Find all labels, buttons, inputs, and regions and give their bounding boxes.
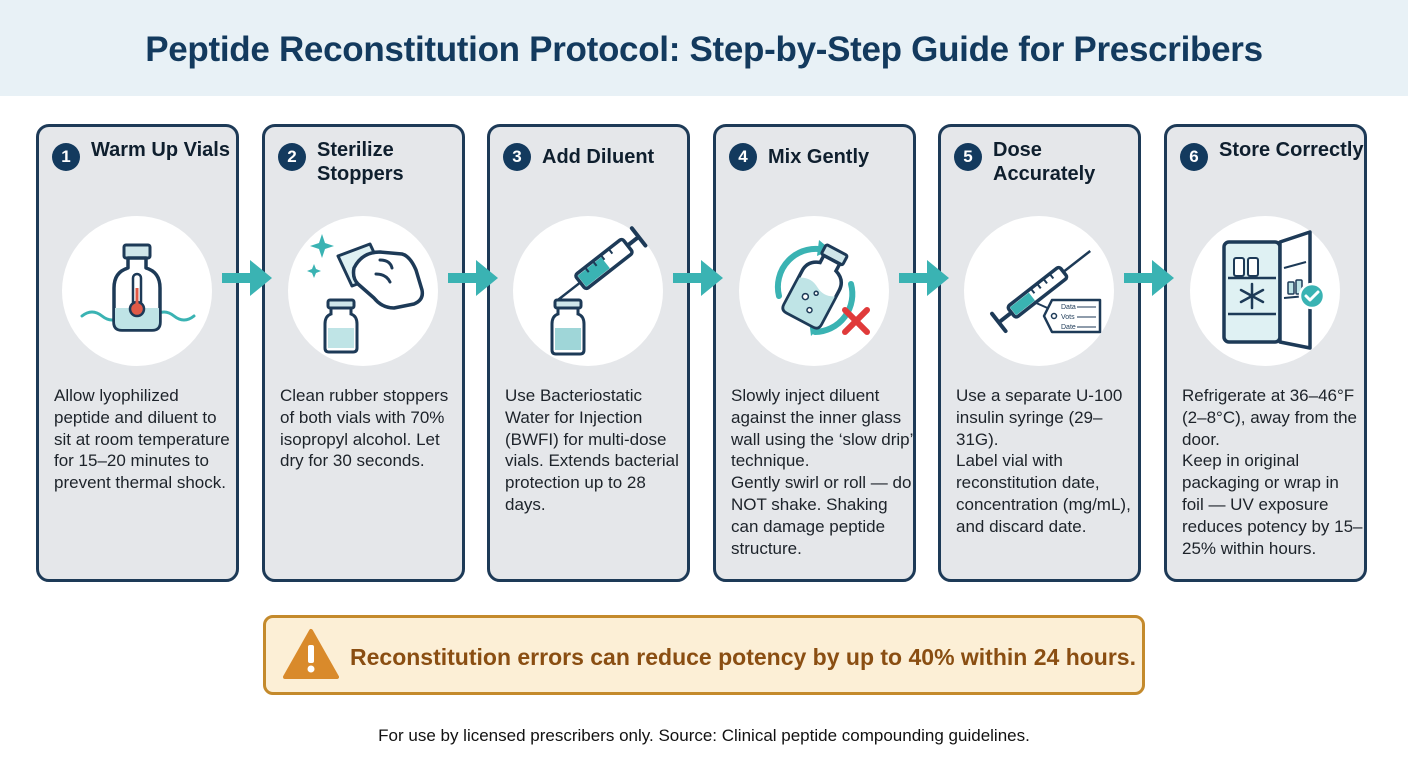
step-description-paragraph: Label vial with reconstitution date, con…: [956, 451, 1131, 536]
step-description-paragraph: Clean rubber stoppers of both vials with…: [280, 386, 449, 471]
arrow-right-icon: [222, 260, 272, 296]
step-title: Warm Up Vials: [91, 139, 230, 161]
step-number: 2: [278, 143, 306, 171]
step-description-paragraph: Slowly inject diluent against the inner …: [731, 386, 913, 471]
step-description-paragraph: Use a separate U-100 insulin syringe (29…: [956, 386, 1123, 449]
arrow-right-icon: [1124, 260, 1174, 296]
step-title: Dose Accurately: [993, 139, 1096, 185]
warning-text: Reconstitution errors can reduce potency…: [350, 644, 1136, 670]
insulin-syringe-label-icon: Data Vots Date: [964, 216, 1114, 366]
step-description: Use Bacteriostatic Water for Injection (…: [505, 385, 687, 516]
arrow-right-icon: [673, 260, 723, 296]
tag-line: Data: [1061, 304, 1076, 311]
tag-line: Date: [1061, 324, 1076, 331]
step-card-3: 3 Add Diluent Use Bacteriostatic Water f…: [487, 124, 690, 582]
step-description-paragraph: Refrigerate at 36–46°F (2–8°C), away fro…: [1182, 386, 1357, 449]
step-card-5: 5 Dose Accurately Data Vots Date: [938, 124, 1141, 582]
step-number: 3: [503, 143, 531, 171]
step-card-1: 1 Warm Up Vials Allow lyophilized peptid…: [36, 124, 239, 582]
step-title: Sterilize Stoppers: [317, 139, 404, 185]
step-description: Allow lyophilized peptide and diluent to…: [54, 385, 236, 494]
step-title: Store Correctly: [1219, 139, 1364, 161]
warning-banner: Reconstitution errors can reduce potency…: [263, 615, 1145, 695]
step-description-paragraph: Gently swirl or roll — do NOT shake. Sha…: [731, 473, 912, 558]
arrow-right-icon: [448, 260, 498, 296]
step-description-paragraph: Use Bacteriostatic Water for Injection (…: [505, 386, 679, 514]
step-description-paragraph: Keep in original packaging or wrap in fo…: [1182, 451, 1363, 558]
refrigerator-check-icon: [1190, 216, 1340, 366]
swirl-vial-no-shake-icon: [739, 216, 889, 366]
syringe-into-vial-icon: [513, 216, 663, 366]
hand-wiping-vial-icon: [288, 216, 438, 366]
step-description: Refrigerate at 36–46°F (2–8°C), away fro…: [1182, 385, 1364, 559]
arrow-right-icon: [899, 260, 949, 296]
step-number: 5: [954, 143, 982, 171]
vial-thermometer-icon: [62, 216, 212, 366]
step-description: Use a separate U-100 insulin syringe (29…: [956, 385, 1138, 538]
step-card-4: 4 Mix Gently Slowly inject diluent again…: [713, 124, 916, 582]
step-title: Mix Gently: [768, 146, 870, 168]
step-title: Add Diluent: [542, 146, 655, 168]
title-banner: [0, 0, 1408, 96]
step-card-6: 6 Store Correctly Refrigerate at 36–46°F…: [1164, 124, 1367, 582]
step-description: Slowly inject diluent against the inner …: [731, 385, 913, 559]
warning-triangle-icon: [283, 629, 339, 679]
tag-line: Vots: [1061, 314, 1075, 321]
footer-note: For use by licensed prescribers only. So…: [378, 726, 1030, 745]
step-description-paragraph: Allow lyophilized peptide and diluent to…: [54, 386, 230, 493]
step-number: 1: [52, 143, 80, 171]
step-card-2: 2 Sterilize Stoppers Clean rubber stoppe…: [262, 124, 465, 582]
step-number: 6: [1180, 143, 1208, 171]
page-title: Peptide Reconstitution Protocol: Step-by…: [145, 30, 1263, 69]
step-description: Clean rubber stoppers of both vials with…: [280, 385, 462, 472]
step-number: 4: [729, 143, 757, 171]
